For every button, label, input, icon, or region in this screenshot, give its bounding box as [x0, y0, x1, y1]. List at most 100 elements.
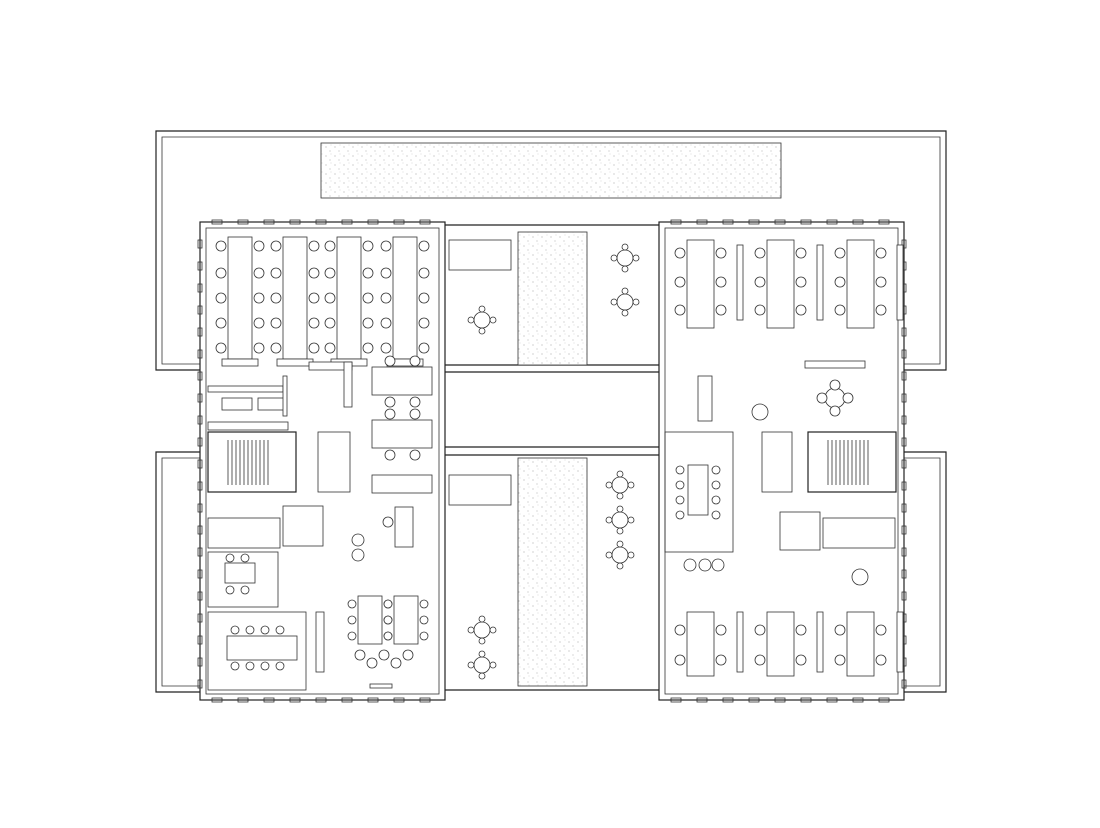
chair [324, 342, 336, 354]
chair [605, 516, 613, 524]
chair [382, 516, 394, 528]
lounge-chair [366, 657, 378, 669]
window-mark [197, 481, 203, 491]
planter-middle-top [517, 231, 588, 366]
chair [632, 254, 640, 262]
lounge-chair [402, 649, 414, 661]
chair [384, 396, 396, 408]
window-mark [419, 697, 431, 703]
round-table [824, 387, 846, 409]
chair [253, 267, 265, 279]
window-mark [289, 219, 301, 225]
chair [675, 510, 685, 520]
chair [616, 470, 624, 478]
window-mark [800, 219, 812, 225]
chair [362, 342, 374, 354]
chair [215, 342, 227, 354]
chair [605, 481, 613, 489]
chair [230, 661, 240, 671]
chair [240, 585, 250, 595]
round-table [851, 568, 869, 586]
chair [834, 247, 846, 259]
chair [675, 495, 685, 505]
sofa-set [448, 239, 512, 271]
window-mark [211, 219, 223, 225]
chair [362, 267, 374, 279]
window-mark [315, 697, 327, 703]
chair [489, 316, 497, 324]
chair [711, 465, 721, 475]
chair [616, 527, 624, 535]
round-table [616, 249, 634, 267]
meeting-room [207, 551, 279, 608]
chair [260, 625, 270, 635]
chair [384, 355, 396, 367]
desk [846, 611, 875, 677]
chair [308, 240, 320, 252]
chair [627, 516, 635, 524]
restroom [282, 505, 324, 547]
chair [380, 292, 392, 304]
counter [315, 611, 325, 673]
partition [736, 611, 744, 673]
window-mark [367, 697, 379, 703]
window-mark [722, 219, 734, 225]
chair [240, 553, 250, 563]
window-mark [197, 393, 203, 403]
partition [207, 385, 284, 393]
chair [362, 317, 374, 329]
window-mark [748, 219, 760, 225]
restroom [317, 431, 351, 493]
window-mark [901, 349, 907, 359]
chair [225, 585, 235, 595]
chair [384, 408, 396, 420]
restroom [779, 511, 821, 551]
chair [715, 654, 727, 666]
chair [380, 342, 392, 354]
window-mark [901, 525, 907, 535]
chair [834, 304, 846, 316]
window-mark [197, 437, 203, 447]
table [393, 595, 419, 645]
window-mark [901, 415, 907, 425]
chair [418, 267, 430, 279]
chair [795, 276, 807, 288]
window-mark [289, 697, 301, 703]
chair [875, 624, 887, 636]
radiator [369, 683, 393, 689]
window-mark [901, 437, 907, 447]
chair [384, 449, 396, 461]
chair [478, 327, 486, 335]
storage [207, 517, 281, 549]
window-mark [263, 219, 275, 225]
window-mark [722, 697, 734, 703]
chair [478, 305, 486, 313]
meeting-table [687, 464, 709, 516]
chair [270, 317, 282, 329]
partition [896, 611, 904, 673]
chair [715, 624, 727, 636]
counter [343, 361, 353, 408]
chair [324, 240, 336, 252]
chair [253, 317, 265, 329]
window-mark [341, 697, 353, 703]
desk-end [221, 358, 259, 367]
chair [409, 355, 421, 367]
window-mark [852, 219, 864, 225]
chair [616, 562, 624, 570]
window-mark [197, 591, 203, 601]
chair [270, 292, 282, 304]
chair [380, 317, 392, 329]
chair [683, 558, 697, 572]
chair [698, 558, 712, 572]
chair [383, 631, 393, 641]
chair [409, 408, 421, 420]
meeting-table [371, 366, 433, 396]
chair [245, 661, 255, 671]
chair [674, 304, 686, 316]
furniture [197, 219, 907, 703]
chair [215, 317, 227, 329]
window-mark [901, 547, 907, 557]
window-mark [670, 219, 682, 225]
chair [418, 292, 430, 304]
